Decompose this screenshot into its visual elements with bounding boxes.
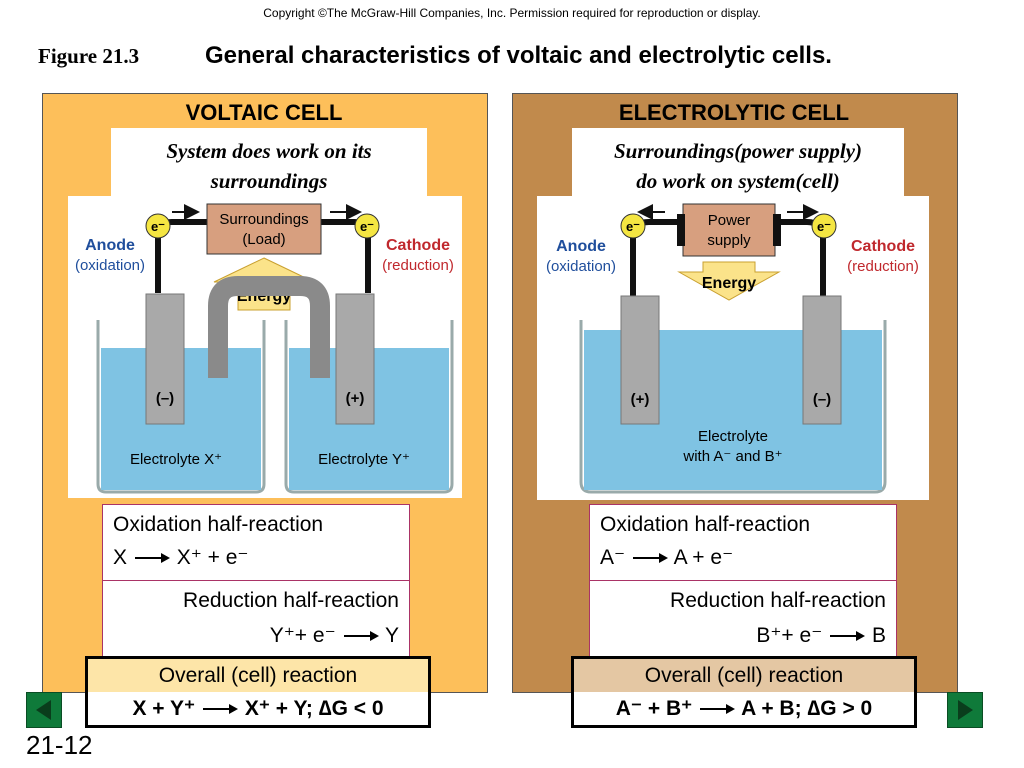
reaction-arrow-icon (830, 631, 866, 642)
reaction-arrow-icon (632, 553, 668, 564)
electrolytic-caption: Surroundings(power supply) do work on sy… (572, 128, 904, 204)
next-arrow-icon (958, 700, 973, 720)
cathode-sign: (+) (346, 390, 365, 407)
electron-label: e⁻ (360, 219, 374, 234)
electrolytic-red-equation: B⁺+ e⁻ B (756, 623, 886, 648)
beaker-left (96, 320, 266, 494)
load-label-line1: Surroundings (219, 211, 308, 228)
electrolytic-red-title: Reduction half-reaction (670, 589, 886, 612)
voltaic-oxidation-box: Oxidation half-reaction X X⁺ + e⁻ (102, 504, 410, 581)
load-label-line2: (Load) (242, 231, 285, 248)
electrolytic-ox-left: A⁻ (600, 546, 626, 569)
voltaic-overall-left: X + Y⁺ (132, 697, 196, 720)
voltaic-overall-right: X⁺ + Y; ∆G < 0 (244, 697, 384, 720)
voltaic-caption-line2: surroundings (210, 169, 328, 193)
electrolytic-ox-equation: A⁻ A + e⁻ (600, 545, 733, 570)
voltaic-ox-equation: X X⁺ + e⁻ (113, 545, 249, 570)
electrolytic-overall-left: A⁻ + B⁺ (615, 697, 693, 720)
reaction-arrow-icon (134, 553, 170, 564)
supply-label-line1: Power (708, 212, 751, 229)
electron-icon (620, 213, 646, 239)
energy-arrow-icon (677, 261, 781, 301)
beaker-right (284, 320, 454, 494)
electrolyte-label-line2: with A⁻ and B⁺ (682, 448, 782, 465)
anode-sign: (–) (156, 390, 174, 407)
voltaic-overall-title: Overall (cell) reaction (158, 664, 358, 687)
terminal-icon (677, 214, 685, 246)
electrolytic-ox-title: Oxidation half-reaction (600, 513, 811, 536)
electron-icon (354, 213, 380, 239)
voltaic-caption-line1: System does work on its (166, 139, 372, 163)
voltaic-red-equation: Y⁺+ e⁻ Y (270, 623, 399, 648)
electron-icon (811, 213, 837, 239)
cathode-electrode (802, 295, 842, 425)
electron-label: e⁻ (817, 219, 831, 234)
copyright-notice: Copyright ©The McGraw-Hill Companies, In… (263, 6, 761, 20)
cathode-label: Cathode (386, 237, 450, 254)
figure-title: General characteristics of voltaic and e… (205, 42, 832, 69)
voltaic-ox-title: Oxidation half-reaction (113, 513, 324, 536)
voltaic-cell-diagram: e⁻ e⁻ Surroundings (Load) Energy Anode (… (68, 196, 462, 498)
cathode-sub-label: (reduction) (847, 258, 919, 275)
electrolytic-title: ELECTROLYTIC CELL (618, 100, 850, 125)
electrolytic-overall-equation: A⁻ + B⁺ A + B; ∆G > 0 (574, 692, 914, 725)
voltaic-overall-box: Overall (cell) reaction X + Y⁺ X⁺ + Y; ∆… (85, 656, 431, 728)
electrolytic-red-left: B⁺+ e⁻ (756, 624, 823, 647)
electrolytic-ox-right: A + e⁻ (673, 546, 734, 569)
load-box (206, 203, 322, 255)
voltaic-red-right: Y (384, 624, 399, 647)
electrolytic-red-right: B (871, 624, 886, 647)
electrolytic-overall-title: Overall (cell) reaction (644, 664, 844, 687)
voltaic-red-left: Y⁺+ e⁻ (269, 624, 336, 647)
voltaic-reduction-box: Reduction half-reaction Y⁺+ e⁻ Y (102, 580, 410, 657)
salt-bridge (208, 276, 330, 378)
electron-label: e⁻ (151, 219, 165, 234)
figure-label: Figure 21.3 (38, 44, 140, 68)
anode-electrode (145, 293, 185, 425)
anode-sign: (+) (631, 391, 650, 408)
prev-slide-button[interactable] (26, 692, 62, 728)
anode-label: Anode (556, 238, 606, 255)
voltaic-title: VOLTAIC CELL (185, 100, 343, 125)
terminal-icon (773, 214, 781, 246)
voltaic-ox-left: X (113, 546, 128, 569)
anode-sub-label: (oxidation) (546, 258, 616, 275)
anode-sub-label: (oxidation) (75, 257, 145, 274)
cathode-label: Cathode (851, 238, 915, 255)
electrolyte-left-label: Electrolyte X⁺ (130, 451, 222, 468)
electrolytic-caption-line1: Surroundings(power supply) (614, 139, 862, 163)
electrolyte-right-label: Electrolyte Y⁺ (318, 451, 410, 468)
reaction-arrow-icon (700, 704, 736, 715)
voltaic-ox-right: X⁺ + e⁻ (176, 546, 249, 569)
cathode-sign: (–) (813, 391, 831, 408)
power-supply-box (682, 203, 776, 257)
electrolytic-cell-diagram: e⁻ e⁻ Power supply Energy Anode (oxidati… (537, 196, 929, 500)
next-slide-button[interactable] (947, 692, 983, 728)
slide-number: 21-12 (26, 730, 93, 760)
electron-icon (145, 213, 171, 239)
prev-arrow-icon (36, 700, 51, 720)
electrolytic-caption-line2: do work on system(cell) (636, 169, 840, 193)
reaction-arrow-icon (202, 704, 238, 715)
reaction-arrow-icon (343, 631, 379, 642)
electrolytic-reduction-box: Reduction half-reaction B⁺+ e⁻ B (589, 580, 897, 657)
electrolytic-overall-box: Overall (cell) reaction A⁻ + B⁺ A + B; ∆… (571, 656, 917, 728)
cathode-electrode (335, 293, 375, 425)
electron-label: e⁻ (626, 219, 640, 234)
anode-label: Anode (85, 237, 135, 254)
voltaic-caption: System does work on its surroundings (111, 128, 427, 204)
anode-electrode (620, 295, 660, 425)
energy-label: Energy (702, 275, 756, 292)
supply-label-line2: supply (707, 232, 751, 249)
electrolyte-label-line1: Electrolyte (698, 428, 768, 445)
electrolytic-oxidation-box: Oxidation half-reaction A⁻ A + e⁻ (589, 504, 897, 581)
cathode-sub-label: (reduction) (382, 257, 454, 274)
electrolytic-overall-right: A + B; ∆G > 0 (741, 697, 873, 720)
voltaic-red-title: Reduction half-reaction (183, 589, 399, 612)
beaker (579, 320, 887, 494)
voltaic-overall-equation: X + Y⁺ X⁺ + Y; ∆G < 0 (88, 692, 428, 725)
